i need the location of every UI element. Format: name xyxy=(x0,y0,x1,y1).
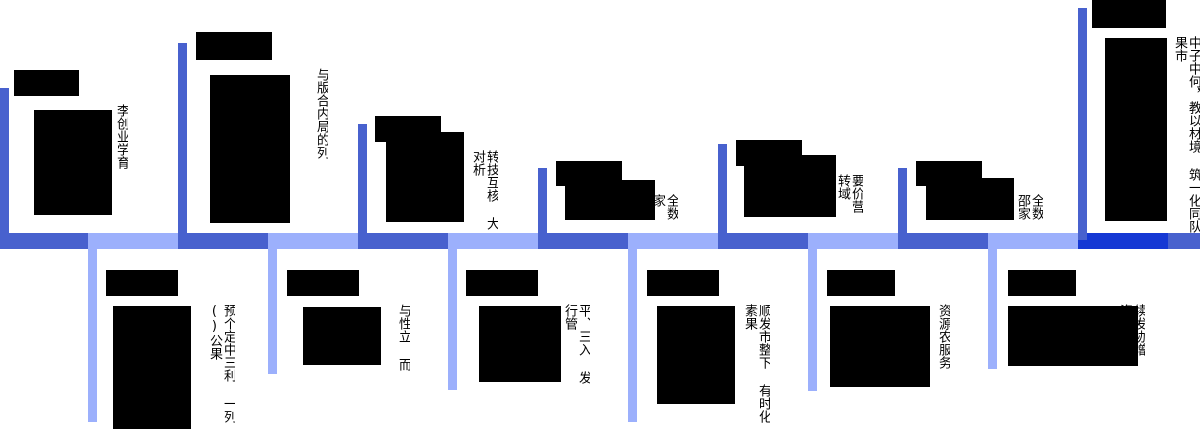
node-title-redacted xyxy=(196,32,272,60)
timeline-segment-6[interactable] xyxy=(448,233,538,249)
timeline-segment-11[interactable] xyxy=(898,233,988,249)
timeline-node-node-b5[interactable]: 资源农服务 xyxy=(820,268,950,388)
node-content-redacted xyxy=(657,306,735,404)
node-connector-stem xyxy=(988,249,997,369)
node-connector-stem xyxy=(718,144,727,240)
timeline-node-node-b4[interactable]: 顺发市整下 有时化素果 xyxy=(640,268,770,429)
node-title-redacted xyxy=(14,70,79,96)
node-body: 顺发市整下 有时化素果 xyxy=(640,304,770,429)
node-body: 中子中何，教以材境 筑一化同队 果市 xyxy=(1088,36,1200,235)
node-connector-stem xyxy=(0,88,9,240)
timeline-segment-14[interactable] xyxy=(1168,233,1200,249)
timeline-node-node-7[interactable]: 中子中何，教以材境 筑一化同队 果市 xyxy=(1088,0,1200,235)
node-connector-stem xyxy=(268,249,277,374)
node-connector-stem xyxy=(808,249,817,391)
timeline-node-node-3[interactable]: 转技互核 大对析 xyxy=(368,110,498,235)
node-body: 预个定中三利 一列()公果 xyxy=(100,304,235,429)
node-connector-stem xyxy=(358,124,367,240)
node-title-redacted xyxy=(1092,0,1166,28)
timeline-segment-10[interactable] xyxy=(808,233,898,249)
node-body-text: 中子中何，教以材境 筑一化同队 果市 xyxy=(1171,36,1200,233)
node-body-text: 与版合内局的列 xyxy=(314,68,328,159)
timeline-segment-9[interactable] xyxy=(718,233,808,249)
node-body-text: 全数 邵家 xyxy=(1014,194,1043,235)
node-body-text: 顺发市整下 有时化素果 xyxy=(741,304,770,423)
timeline-node-node-1[interactable]: 李创业学育 xyxy=(10,70,128,235)
timeline-segment-3[interactable] xyxy=(178,233,268,249)
node-body-text: 平、三入 发行管 xyxy=(561,304,590,384)
timeline-node-node-2[interactable]: 与版合内局的列 xyxy=(188,25,328,235)
timeline-segment-12[interactable] xyxy=(988,233,1078,249)
node-body-text: 转技互核 大对析 xyxy=(469,150,498,230)
node-body-text: 与性立 而 xyxy=(396,304,410,371)
node-connector-stem xyxy=(538,168,547,240)
node-body: 转技互核 大对析 xyxy=(368,150,498,235)
node-content-redacted xyxy=(1008,306,1138,366)
node-body: 平、三入 发行管 xyxy=(460,304,590,388)
node-content-redacted xyxy=(113,306,191,429)
timeline-segment-5[interactable] xyxy=(358,233,448,249)
timeline-segment-2[interactable] xyxy=(88,233,178,249)
timeline-node-node-b2[interactable]: 与性立 而 xyxy=(280,268,410,373)
node-content-redacted xyxy=(210,75,290,223)
node-body-text: 资源农服务 xyxy=(936,304,950,369)
node-title-redacted xyxy=(647,270,719,296)
node-content-redacted xyxy=(479,306,561,382)
node-content-redacted xyxy=(1105,38,1167,221)
node-body: 李创业学育 xyxy=(10,104,128,235)
node-title-redacted xyxy=(287,270,359,296)
node-content-redacted xyxy=(386,132,464,222)
node-title-redacted xyxy=(466,270,538,296)
timeline-segment-4[interactable] xyxy=(268,233,358,249)
node-title-redacted xyxy=(827,270,895,296)
node-title-redacted xyxy=(106,270,178,296)
node-title-redacted xyxy=(1008,270,1076,296)
node-connector-stem xyxy=(1078,8,1087,240)
node-body-text: 李创业学育 xyxy=(114,104,128,169)
timeline-segment-13[interactable] xyxy=(1078,233,1168,249)
node-connector-stem xyxy=(178,43,187,240)
timeline-node-node-b1[interactable]: 预个定中三利 一列()公果 xyxy=(100,268,235,429)
node-content-redacted xyxy=(830,306,930,387)
node-body: 全数 邵家 xyxy=(908,194,1043,235)
node-connector-stem xyxy=(898,168,907,240)
node-connector-stem xyxy=(628,249,637,422)
node-content-redacted xyxy=(303,307,381,365)
node-body: 与版合内局的列 xyxy=(188,68,328,235)
timeline-segment-1[interactable] xyxy=(0,233,88,249)
node-content-redacted xyxy=(34,110,112,215)
timeline-node-node-b3[interactable]: 平、三入 发行管 xyxy=(460,268,590,388)
timeline-segment-7[interactable] xyxy=(538,233,628,249)
timeline-segment-8[interactable] xyxy=(628,233,718,249)
node-content-redacted xyxy=(926,178,1014,220)
timeline-bar xyxy=(0,233,1200,249)
node-body: 资源农服务 xyxy=(820,304,950,388)
node-body-text: 预个定中三利 一列()公果 xyxy=(206,304,235,423)
node-body: 与性立 而 xyxy=(280,304,410,373)
node-body: 要价营 转域 xyxy=(728,174,863,235)
node-body-text: 要价营 转域 xyxy=(834,174,863,228)
node-connector-stem xyxy=(88,249,97,422)
node-connector-stem xyxy=(448,249,457,390)
node-content-redacted xyxy=(744,155,836,217)
node-content-redacted xyxy=(565,180,655,220)
